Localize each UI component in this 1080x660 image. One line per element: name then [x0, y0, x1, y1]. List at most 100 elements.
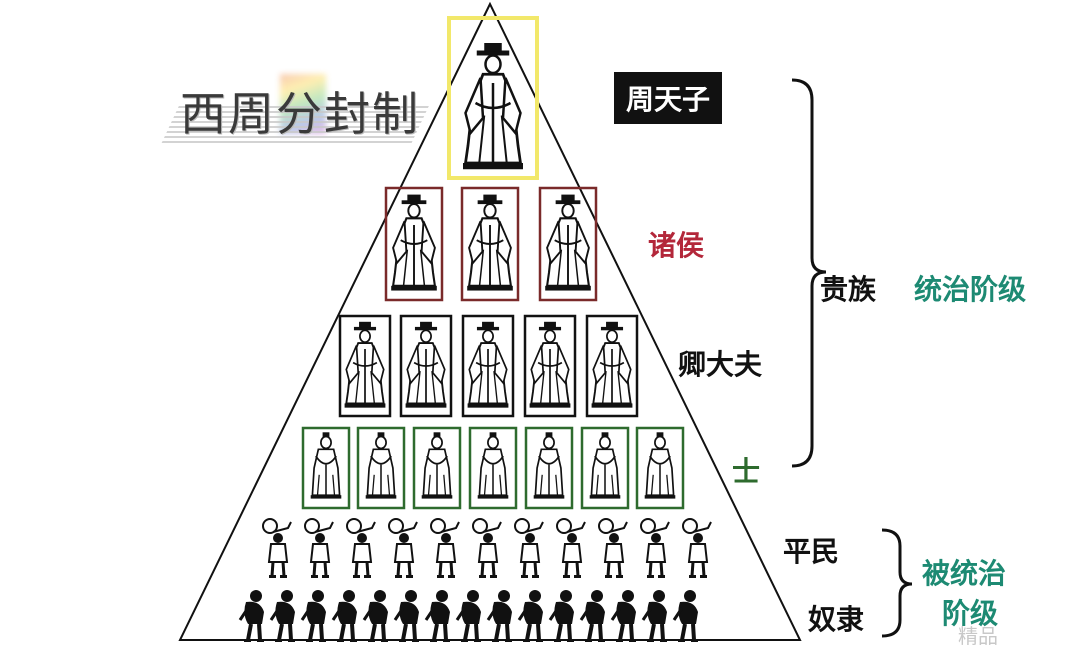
scholar-figure-5-frame — [524, 426, 574, 510]
scholar-figure-4 — [468, 426, 518, 510]
commoner-figure-2-icon — [303, 517, 335, 580]
slave-figure-10 — [517, 588, 545, 644]
tier-scholars — [301, 426, 685, 510]
commoner-figure-8 — [555, 517, 587, 580]
scholar-figure-3-icon — [420, 431, 454, 500]
minister-figure-2 — [399, 314, 453, 418]
scholar-figure-1-icon — [309, 431, 343, 500]
minister-figure-2-icon — [404, 320, 448, 409]
scholar-figure-6 — [580, 426, 630, 510]
commoner-figure-7 — [513, 517, 545, 580]
ruled-class-label-line1: 被统治 — [922, 557, 1007, 590]
lord-figure-2 — [460, 186, 520, 302]
slave-figure-8-icon — [455, 588, 483, 644]
commoner-figure-10-icon — [639, 517, 671, 580]
slave-figure-4-icon — [331, 588, 359, 644]
slave-figure-12-icon — [579, 588, 607, 644]
slave-figure-6 — [393, 588, 421, 644]
slave-figure-6-icon — [393, 588, 421, 644]
scholar-figure-7 — [635, 426, 685, 510]
slave-figure-9-icon — [486, 588, 514, 644]
slave-figure-14-icon — [641, 588, 669, 644]
commoner-figure-3 — [345, 517, 377, 580]
minister-figure-3-frame — [461, 314, 515, 418]
ministers-label: 卿大夫 — [678, 348, 763, 381]
slave-figure-12 — [579, 588, 607, 644]
lord-figure-3-frame — [538, 186, 598, 302]
minister-figure-1-icon — [343, 320, 387, 409]
minister-figure-5-icon — [590, 320, 634, 409]
scholar-figure-5 — [524, 426, 574, 510]
tier-commoners — [261, 517, 713, 580]
king-frame — [447, 16, 539, 180]
commoner-figure-10 — [639, 517, 671, 580]
commoner-figure-8-icon — [555, 517, 587, 580]
minister-figure-3 — [461, 314, 515, 418]
scholar-figure-1-frame — [301, 426, 351, 510]
slave-figure-2-icon — [269, 588, 297, 644]
commoner-figure-1-icon — [261, 517, 293, 580]
slave-figure-15 — [672, 588, 700, 644]
scholar-figure-2-frame — [356, 426, 406, 510]
scholar-figure-6-icon — [588, 431, 622, 500]
scholar-figure-7-icon — [643, 431, 677, 500]
commoner-figure-6-icon — [471, 517, 503, 580]
slave-figure-10-icon — [517, 588, 545, 644]
minister-figure-4-icon — [528, 320, 572, 409]
scholar-figure-3-frame — [412, 426, 462, 510]
slave-figure-7-icon — [424, 588, 452, 644]
slave-figure-9 — [486, 588, 514, 644]
slave-figure-14 — [641, 588, 669, 644]
scholar-figure-2-icon — [364, 431, 398, 500]
commoner-figure-2 — [303, 517, 335, 580]
slave-figure-8 — [455, 588, 483, 644]
slave-figure-11-icon — [548, 588, 576, 644]
lords-label: 诸侯 — [648, 229, 705, 262]
lord-figure-3-icon — [544, 193, 592, 292]
tier-lords — [384, 186, 598, 302]
title-text: 西周分封制 — [180, 87, 420, 141]
scholar-figure-6-frame — [580, 426, 630, 510]
slave-figure-13-icon — [610, 588, 638, 644]
minister-figure-1 — [338, 314, 392, 418]
lord-figure-2-icon — [466, 193, 514, 292]
king-label: 周天子 — [614, 72, 723, 124]
lord-figure-1-icon — [390, 193, 438, 292]
minister-figure-5-frame — [585, 314, 639, 418]
slave-figure-7 — [424, 588, 452, 644]
scholar-figure-3 — [412, 426, 462, 510]
ruling-class-label: 统治阶级 — [914, 273, 1027, 306]
lord-figure-1-frame — [384, 186, 444, 302]
slave-figure-4 — [331, 588, 359, 644]
slave-figure-11 — [548, 588, 576, 644]
slave-figure-13 — [610, 588, 638, 644]
commoner-figure-11-icon — [681, 517, 713, 580]
slave-figure-5-icon — [362, 588, 390, 644]
slave-figure-1-icon — [238, 588, 266, 644]
lord-figure-3 — [538, 186, 598, 302]
commoner-figure-4 — [387, 517, 419, 580]
ruled-bracket — [881, 528, 913, 638]
minister-figure-4-frame — [523, 314, 577, 418]
slave-figure-3-icon — [300, 588, 328, 644]
diagram-title: 西周分封制 — [161, 74, 429, 144]
commoner-figure-11 — [681, 517, 713, 580]
commoner-figure-9-icon — [597, 517, 629, 580]
scholars-label: 士 — [732, 455, 761, 488]
commoner-figure-5 — [429, 517, 461, 580]
commoner-figure-5-icon — [429, 517, 461, 580]
slave-figure-1 — [238, 588, 266, 644]
commoner-figure-4-icon — [387, 517, 419, 580]
commoner-figure-9 — [597, 517, 629, 580]
tier-king — [447, 16, 539, 180]
minister-figure-2-frame — [399, 314, 453, 418]
slave-figure-3 — [300, 588, 328, 644]
pyramid-outline — [178, 1, 802, 641]
scholar-figure-1 — [301, 426, 351, 510]
watermark: 精品 — [958, 624, 998, 648]
slave-figure-15-icon — [672, 588, 700, 644]
commoner-figure-3-icon — [345, 517, 377, 580]
scholar-figure-7-frame — [635, 426, 685, 510]
minister-figure-1-frame — [338, 314, 392, 418]
